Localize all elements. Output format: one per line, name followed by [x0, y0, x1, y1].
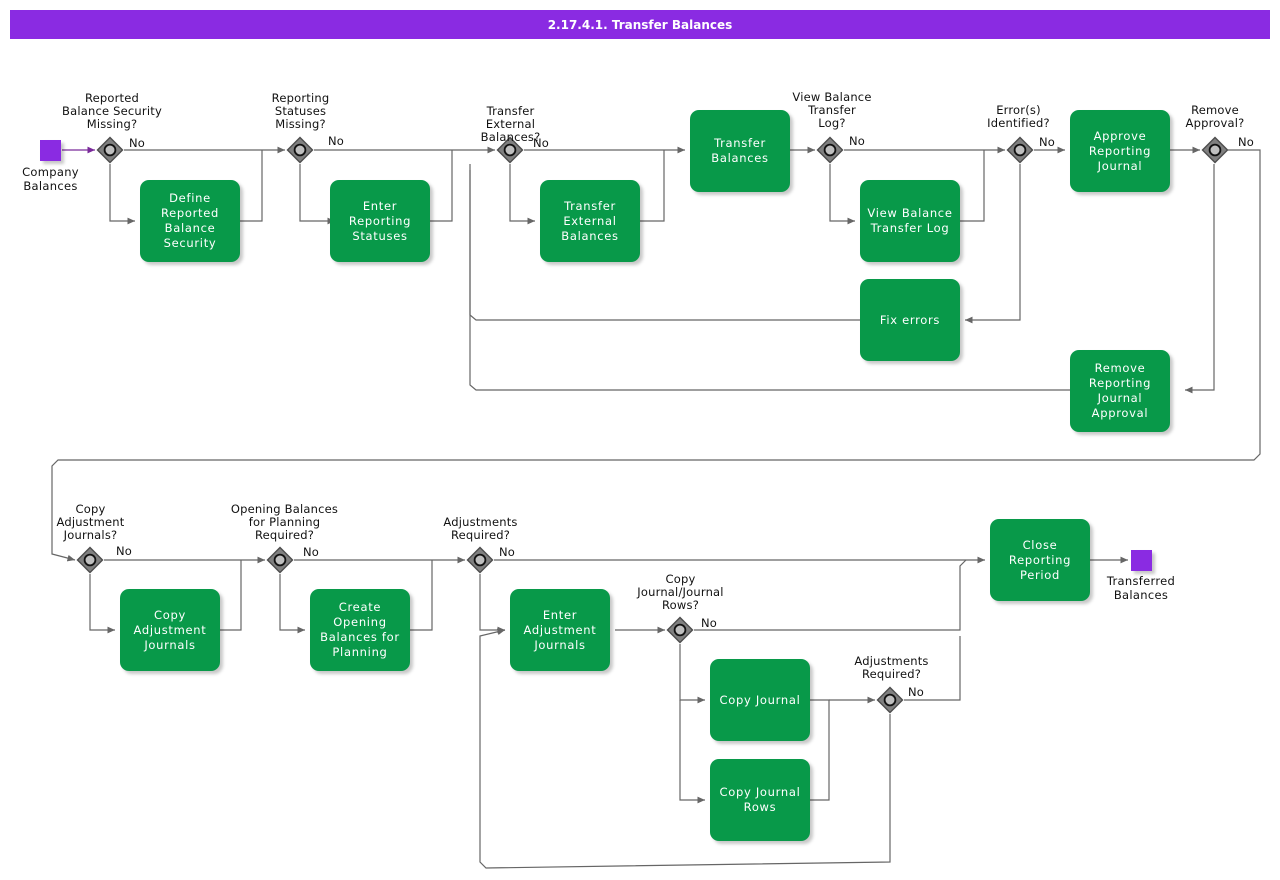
edge-label-no-6: No: [1238, 135, 1255, 149]
edge-label-no-4: No: [849, 134, 866, 148]
transfer-external-balances-gateway-label: Transfer External Balances?: [480, 104, 541, 144]
edge-label-no-10: No: [701, 616, 718, 630]
copy-journal-journal-rows-gateway[interactable]: [666, 616, 694, 644]
task-transfer-balances[interactable]: Transfer Balances: [690, 110, 790, 192]
company-balances-start-event[interactable]: [40, 140, 61, 161]
adjustments-required-gateway-2[interactable]: [876, 686, 904, 714]
task-copy-adjustment-journals[interactable]: Copy Adjustment Journals: [120, 589, 220, 671]
edge-label-no-7: No: [116, 544, 133, 558]
reported-balance-security-missing-gateway[interactable]: [96, 136, 124, 164]
task-remove-reporting-journal-approval[interactable]: Remove Reporting Journal Approval: [1070, 350, 1170, 432]
reporting-statuses-missing-gateway[interactable]: [286, 136, 314, 164]
task-enter-reporting-statuses[interactable]: Enter Reporting Statuses: [330, 180, 430, 262]
task-view-balance-transfer-log[interactable]: View Balance Transfer Log: [860, 180, 960, 262]
edge-label-no-9: No: [499, 545, 516, 559]
copy-journal-journal-rows-gateway-label: Copy Journal/Journal Rows?: [637, 572, 724, 612]
errors-identified-gateway-label: Error(s) Identified?: [987, 103, 1050, 130]
transfer-external-balances-gateway[interactable]: [496, 136, 524, 164]
edge-label-no-1: No: [129, 136, 146, 150]
adjustments-required-gateway-2-label: Adjustments Required?: [854, 654, 929, 681]
adjustments-required-gateway-label: Adjustments Required?: [443, 515, 518, 542]
copy-adjustment-journals-gateway[interactable]: [76, 546, 104, 574]
remove-approval-gateway-label: Remove Approval?: [1185, 103, 1245, 130]
copy-adjustment-journals-gateway-label: Copy Adjustment Journals?: [56, 502, 125, 542]
view-balance-transfer-log-gateway-label: View Balance Transfer Log?: [792, 90, 872, 130]
transferred-balances-end-event-label: Transferred Balances: [1106, 574, 1176, 602]
edge-label-no-11: No: [908, 685, 925, 699]
edge-label-no-8: No: [303, 545, 320, 559]
reporting-statuses-missing-gateway-label: Reporting Statuses Missing?: [271, 91, 330, 131]
edge-label-no-5: No: [1039, 135, 1056, 149]
adjustments-required-gateway[interactable]: [466, 546, 494, 574]
task-copy-journal[interactable]: Copy Journal: [710, 659, 810, 741]
view-balance-transfer-log-gateway[interactable]: [816, 136, 844, 164]
task-define-reported-balance-security[interactable]: Define Reported Balance Security: [140, 180, 240, 262]
transferred-balances-end-event[interactable]: [1131, 550, 1152, 571]
edge-label-no-2: No: [328, 134, 345, 148]
task-approve-reporting-journal[interactable]: Approve Reporting Journal: [1070, 110, 1170, 192]
opening-balances-for-planning-required-gateway-label: Opening Balances for Planning Required?: [230, 502, 339, 542]
task-enter-adjustment-journals[interactable]: Enter Adjustment Journals: [510, 589, 610, 671]
task-create-opening-balances-for-planning[interactable]: Create Opening Balances for Planning: [310, 589, 410, 671]
edge-label-no-3: No: [533, 136, 550, 150]
reported-balance-security-missing-gateway-label: Reported Balance Security Missing?: [62, 91, 162, 131]
task-close-reporting-period[interactable]: Close Reporting Period: [990, 519, 1090, 601]
task-fix-errors[interactable]: Fix errors: [860, 279, 960, 361]
page-title: 2.17.4.1. Transfer Balances: [10, 10, 1270, 39]
remove-approval-gateway[interactable]: [1201, 136, 1229, 164]
task-copy-journal-rows[interactable]: Copy Journal Rows: [710, 759, 810, 841]
company-balances-start-event-label: Company Balances: [22, 165, 79, 193]
task-transfer-external-balances[interactable]: Transfer External Balances: [540, 180, 640, 262]
opening-balances-for-planning-required-gateway[interactable]: [266, 546, 294, 574]
errors-identified-gateway[interactable]: [1006, 136, 1034, 164]
